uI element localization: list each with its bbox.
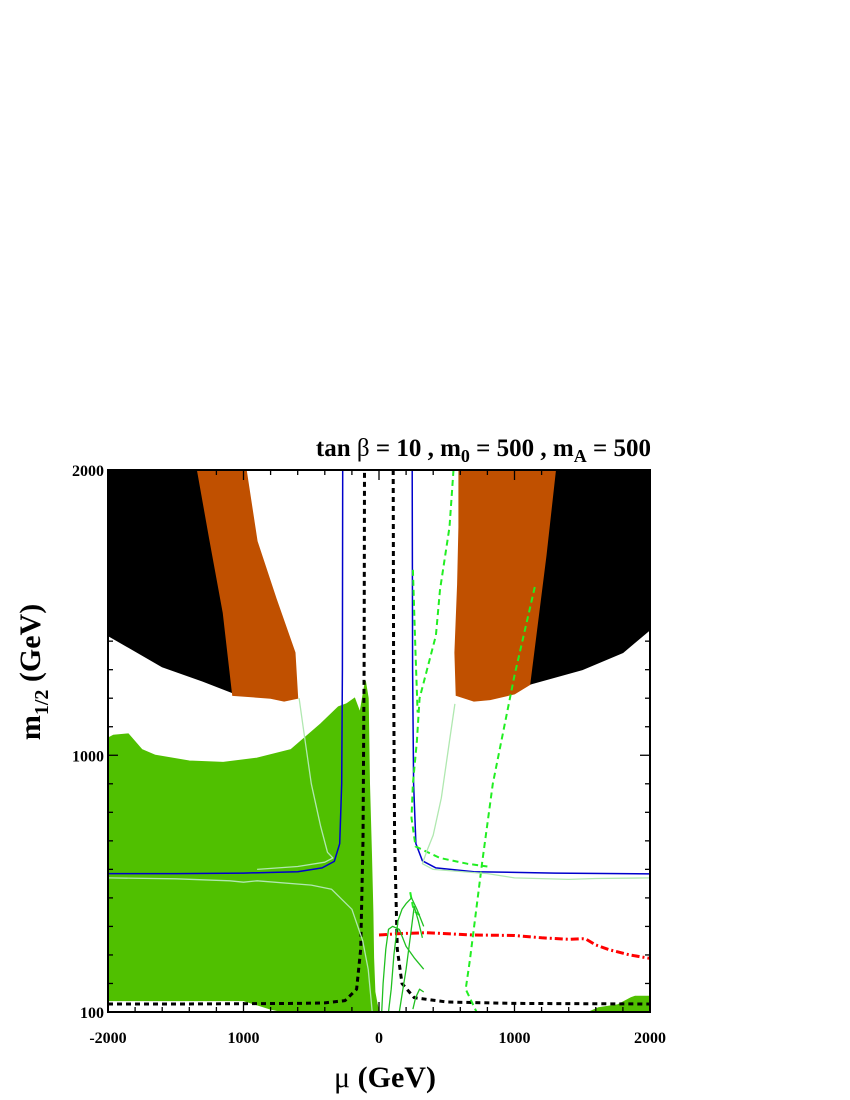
- pale-line-right: [421, 703, 650, 881]
- green-dashed-a: [410, 470, 488, 868]
- x-tick-label: 1000: [228, 1030, 260, 1047]
- regions-layer: [108, 470, 650, 1012]
- y-axis-label: m1/2 (GeV): [14, 604, 53, 740]
- green-thin-4: [412, 988, 425, 1010]
- blue-line-right: [411, 470, 650, 875]
- green-thin-1: [381, 925, 425, 1012]
- x-tick-label: 0: [375, 1030, 383, 1047]
- chart-title: tan β = 10 , m0 = 500 , mA = 500: [316, 435, 651, 466]
- y-tick-label: 100: [80, 1005, 104, 1022]
- red-dashdot: [378, 931, 650, 960]
- green-dashed-b: [411, 569, 419, 713]
- ticks-layer: -2000 1000 0 1000 2000 100 1000 2000: [72, 463, 666, 1047]
- blue-line-left: [108, 470, 344, 875]
- green-thin-2: [387, 897, 425, 1012]
- green-dashed-c: [464, 586, 536, 1012]
- lines-layer: [108, 470, 650, 1012]
- x-tick-label: 1000: [499, 1030, 531, 1047]
- x-tick-label: -2000: [89, 1030, 126, 1047]
- y-tick-label: 1000: [72, 748, 104, 765]
- black-region-right: [530, 470, 650, 685]
- green-thin-3: [398, 905, 424, 1012]
- x-axis-label: μ (GeV): [334, 1061, 436, 1094]
- pale-line-left-upper: [257, 698, 334, 871]
- y-tick-label: 2000: [72, 463, 104, 480]
- x-tick-label: 2000: [634, 1030, 666, 1047]
- black-dashed-right: [391, 470, 650, 1006]
- green-dashed-d: [409, 892, 421, 916]
- pale-line-left-lower: [108, 877, 373, 1012]
- black-dashed-left: [108, 470, 366, 1006]
- brown-region-left: [196, 470, 299, 702]
